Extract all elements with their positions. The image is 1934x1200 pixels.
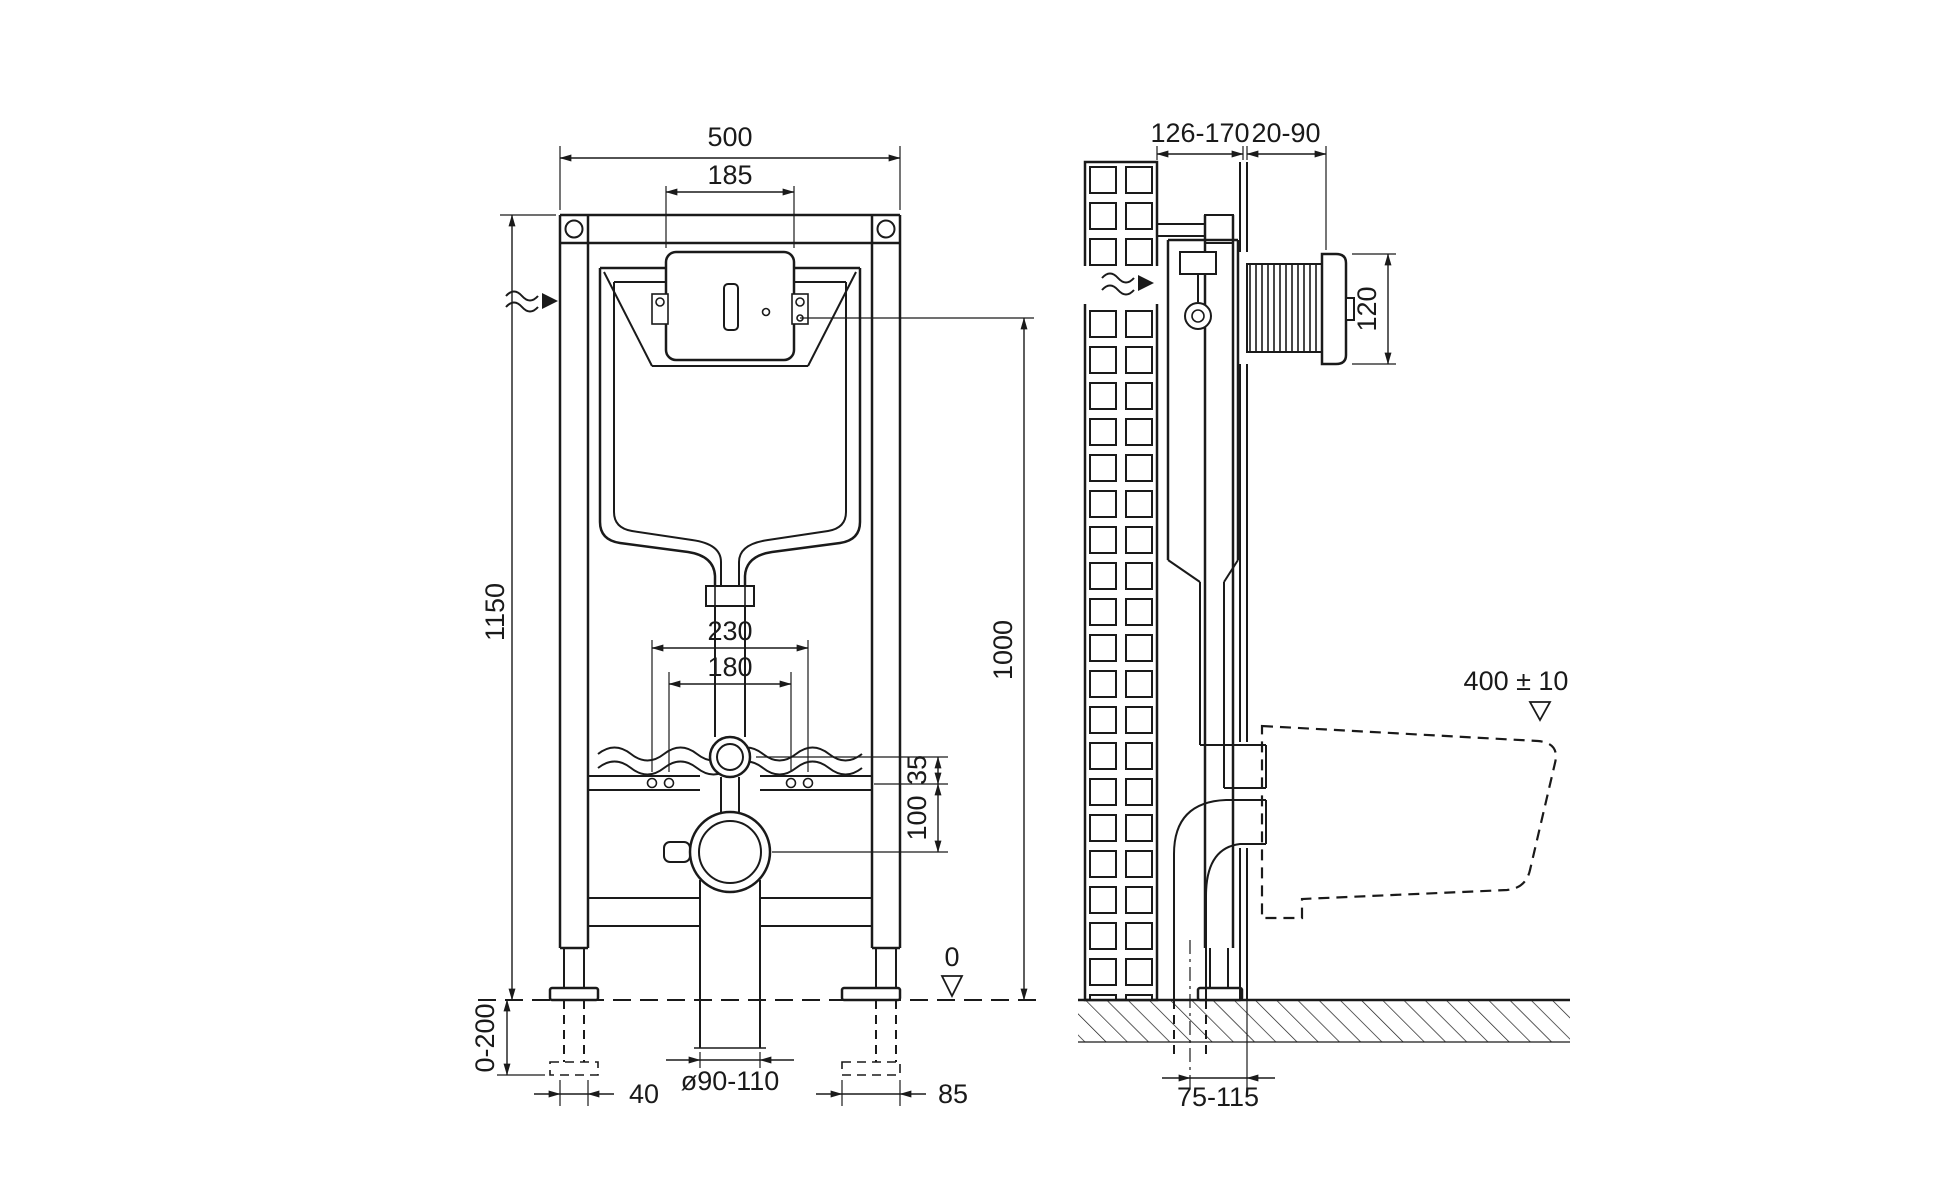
frame-profile (1157, 214, 1244, 1002)
dim-actuator-box-height: 120 (1352, 286, 1382, 331)
water-flow-arrow-icon (505, 290, 558, 313)
dim-actuator-center-height: 1000 (988, 620, 1018, 680)
dim-left-foot-offset: 40 (629, 1079, 659, 1109)
dim-inlet-to-bolts: 35 (902, 755, 932, 785)
left-foot-plate (548, 986, 600, 1002)
dim-fixing-spacing-inner: 180 (707, 652, 752, 682)
zero-level-marker (940, 975, 964, 999)
dim-fixing-spacing-outer: 230 (707, 616, 752, 646)
front-dimensions (497, 146, 1034, 1106)
floor-and-hatch (1078, 998, 1570, 1043)
fixing-bolts (646, 777, 814, 789)
dim-wall-finish-range: 20-90 (1251, 118, 1320, 148)
mounting-frame (548, 213, 902, 1002)
adjustable-feet-extension (549, 1000, 901, 1076)
dim-drain-pipe-diameter: ø90-110 (681, 1066, 780, 1096)
frame-corner-hole (876, 219, 896, 239)
finished-wall-lines (1239, 162, 1248, 1000)
flush-plate (651, 250, 809, 362)
cistern-profile (1166, 238, 1240, 788)
drain-pipe (694, 880, 766, 1049)
flush-bend (708, 735, 752, 779)
flush-plate-bracket (603, 271, 857, 367)
dim-right-foot-offset: 85 (938, 1079, 968, 1109)
drain-clamp (663, 841, 691, 863)
pipe-coupling (705, 585, 755, 607)
dim-frame-width: 500 (707, 122, 752, 152)
inlet-valve (1179, 251, 1217, 275)
bowl-level-marker (1528, 701, 1552, 722)
actuator-knob (1345, 297, 1355, 321)
drain-outlet (663, 810, 772, 894)
dim-bolts-to-outlet: 100 (902, 795, 932, 840)
front-view: 500 185 1150 1000 230 180 35 100 0 0-200… (470, 122, 1040, 1109)
dim-leg-adjustment: 0-200 (470, 1003, 500, 1072)
dim-frame-depth: 126-170 (1150, 118, 1249, 148)
right-foot-plate (840, 986, 902, 1002)
actuator-cap (1320, 252, 1348, 366)
frame-corner-hole (564, 219, 584, 239)
floor-hatch (1078, 1000, 1570, 1042)
flush-actuator-housing (1246, 252, 1355, 366)
bowl-connection-stubs (1173, 744, 1267, 1056)
dim-bowl-rim-height: 400 ± 10 (1464, 666, 1569, 696)
side-dimensions (1156, 146, 1552, 1090)
dim-floor-level: 0 (944, 942, 959, 972)
side-foot-plate (1196, 986, 1244, 1002)
dim-frame-height: 1150 (480, 583, 510, 641)
water-flow-arrow-icon (1080, 266, 1160, 304)
dim-outlet-to-wall: 75-115 (1177, 1082, 1259, 1112)
side-view: 126-170 20-90 120 400 ± 10 75-115 (1078, 118, 1570, 1112)
toilet-bowl-outline (1260, 724, 1557, 920)
dim-plate-cutout-width: 185 (707, 160, 752, 190)
